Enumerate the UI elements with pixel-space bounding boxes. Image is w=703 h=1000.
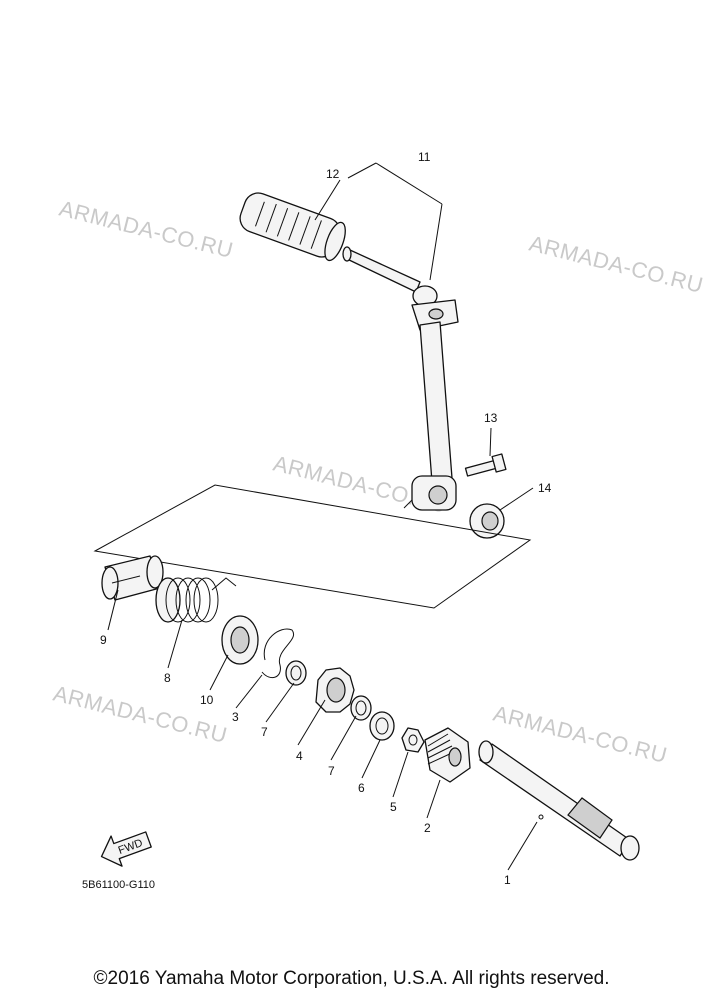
spring-part <box>155 577 237 623</box>
callout-7: 7 <box>328 764 335 778</box>
bushing-part <box>101 555 164 601</box>
circlip-part <box>285 660 307 686</box>
seal-part <box>469 503 505 539</box>
leader-lines <box>107 162 538 871</box>
watermark: ARMADA-CO.RU <box>51 681 230 748</box>
callout-3: 3 <box>232 710 239 724</box>
callout-12: 12 <box>326 167 340 181</box>
kick-axle-part <box>478 740 640 861</box>
washer-part <box>369 711 395 741</box>
callout-9: 9 <box>100 633 107 647</box>
callout-6: 6 <box>358 781 365 795</box>
watermark: ARMADA-CO.RU <box>491 701 670 768</box>
copyright-notice: ©2016 Yamaha Motor Corporation, U.S.A. A… <box>93 968 610 989</box>
kick-crank-assembly <box>239 192 459 511</box>
fwd-arrow-icon: FWD <box>100 831 152 867</box>
callout-10: 10 <box>200 693 214 707</box>
callout-14: 14 <box>538 481 552 495</box>
callout-8: 8 <box>164 671 171 685</box>
callout-1: 1 <box>504 873 511 887</box>
callout-4: 4 <box>296 749 303 763</box>
circlip-part <box>350 695 372 721</box>
watermark: ARMADA-CO.RU <box>527 231 703 298</box>
ratchet-part <box>315 667 355 713</box>
washer-part <box>221 615 259 665</box>
clip-part <box>261 628 295 679</box>
callout-5: 5 <box>390 800 397 814</box>
diagram-code: 5B61100-G110 <box>82 879 155 891</box>
callout-2: 2 <box>424 821 431 835</box>
bolt-part <box>464 453 507 477</box>
callout-13: 13 <box>484 411 498 425</box>
grip-part <box>239 192 346 262</box>
assembly-outline <box>93 484 532 609</box>
callout-7: 7 <box>261 725 268 739</box>
callout-11: 11 <box>418 150 431 164</box>
gear-part <box>424 727 471 783</box>
watermark: ARMADA-CO.RU <box>57 196 236 263</box>
plate-part <box>401 727 425 753</box>
